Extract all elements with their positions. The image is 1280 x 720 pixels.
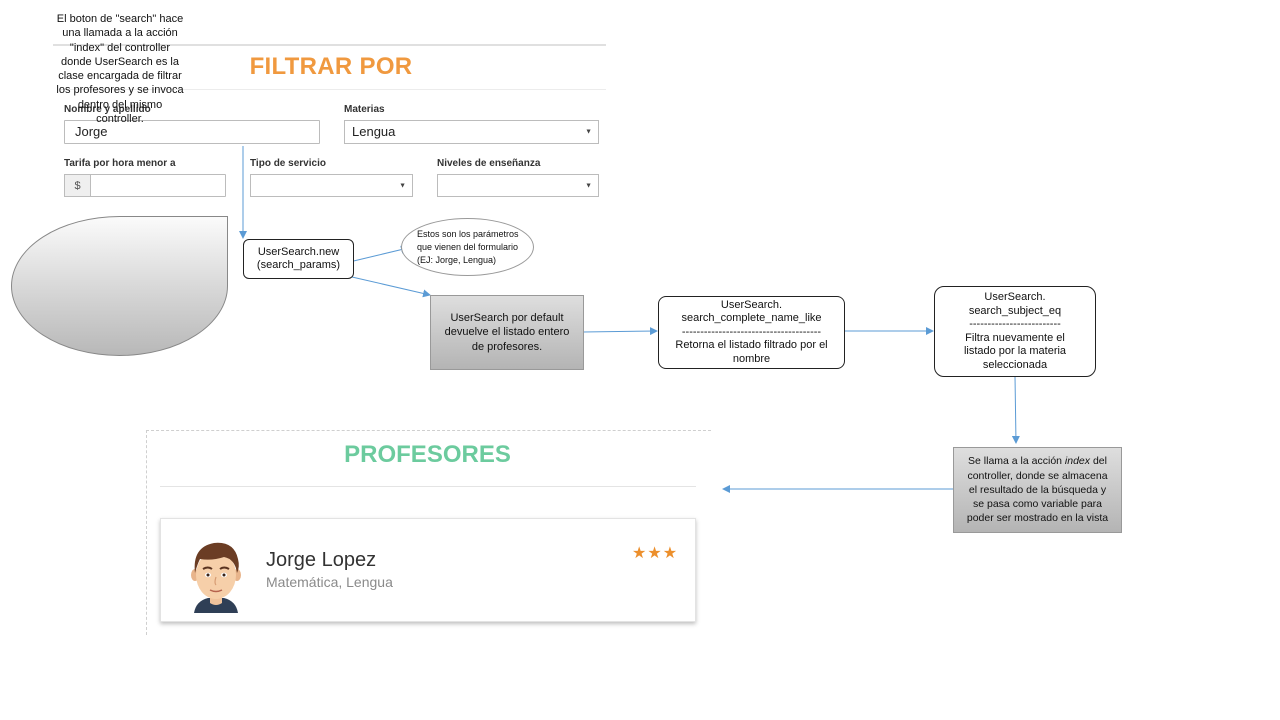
params-note-shape (401, 218, 534, 276)
arrow-default-to-name-like (582, 327, 658, 336)
results-panel-divider (160, 486, 696, 487)
levels-select[interactable]: ▼ (437, 174, 599, 197)
service-select[interactable]: ▼ (250, 174, 413, 197)
results-panel-top-border (146, 430, 711, 431)
avatar (191, 542, 241, 613)
usersearch-new-node: UserSearch.new (search_params) (243, 239, 354, 279)
teacher-subjects: Matemática, Lengua (266, 574, 393, 590)
search-explanation-shape (11, 216, 228, 356)
subjects-selected-value: Lengua (352, 124, 396, 139)
filter-panel-top-border (53, 44, 606, 46)
star-rating-icons: ★★★ (632, 545, 679, 562)
chevron-down-icon: ▼ (585, 182, 592, 189)
arrow-subject-eq-to-index-note (1011, 375, 1020, 444)
name-input[interactable]: Jorge (64, 120, 320, 144)
subject-eq-node: UserSearch. search_subject_eq ----------… (934, 286, 1096, 377)
name-like-node: UserSearch. search_complete_name_like --… (658, 296, 845, 369)
params-note-text: Estos son los parámetros que vienen del … (417, 229, 519, 265)
teacher-name[interactable]: Jorge Lopez (266, 549, 377, 571)
rate-input[interactable] (90, 174, 226, 197)
levels-field-label: Niveles de enseñanza (437, 158, 541, 169)
chevron-down-icon: ▼ (585, 128, 592, 136)
index-note-post: del controller, donde se almacena el res… (966, 455, 1109, 525)
index-action-node: Se llama a la acción index del controlle… (953, 447, 1122, 533)
index-note-em: index (1064, 455, 1091, 468)
teacher-card[interactable] (160, 518, 696, 622)
filter-panel-divider (60, 89, 606, 90)
subjects-field-label: Materias (344, 104, 385, 115)
default-list-node: UserSearch por default devuelve el lista… (430, 295, 584, 370)
results-panel-title: PROFESORES (344, 441, 511, 468)
rate-field-label: Tarifa por hora menor a (64, 158, 176, 169)
filter-panel-title: FILTRAR POR (249, 53, 413, 80)
currency-addon: $ (64, 174, 91, 197)
index-note-pre: Se llama a la acción (968, 455, 1065, 468)
service-field-label: Tipo de servicio (250, 158, 326, 169)
search-explanation-text: El boton de "search" hace una llamada a … (56, 13, 184, 126)
arrow-usersearch-new-to-default (351, 276, 431, 298)
name-field-label: Nombre y apellido (64, 104, 151, 115)
results-panel-left-border (146, 430, 147, 635)
chevron-down-icon: ▼ (399, 182, 406, 189)
subjects-select[interactable]: Lengua ▼ (344, 120, 599, 144)
